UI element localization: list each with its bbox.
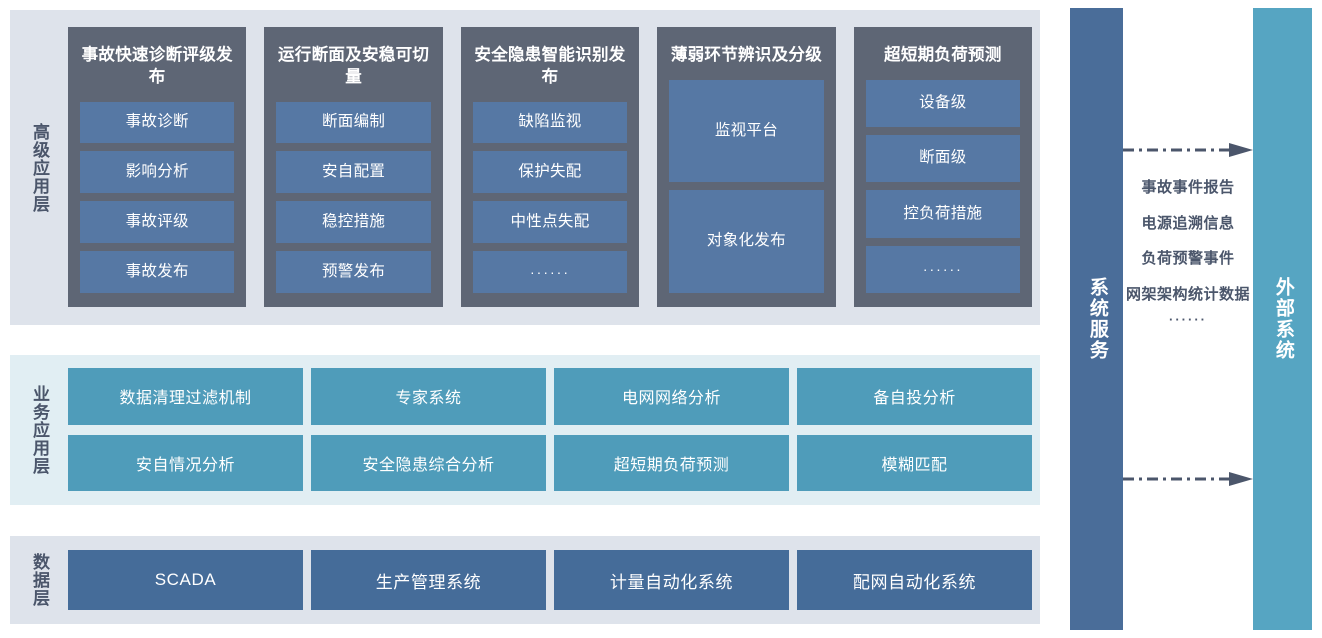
advanced-item[interactable]: 事故评级: [80, 201, 235, 244]
advanced-item[interactable]: 稳控措施: [276, 201, 431, 244]
business-item[interactable]: 专家系统: [311, 368, 546, 425]
advanced-card-safety-hazard[interactable]: 安全隐患智能识别发布 缺陷监视 保护失配 中性点失配 ······: [460, 27, 640, 307]
external-system-bar[interactable]: 外部系统: [1253, 8, 1312, 630]
business-items-grid: 数据清理过滤机制 专家系统 电网网络分析 备自投分析 安自情况分析 安全隐患综合…: [68, 355, 1040, 505]
advanced-cards-row: 事故快速诊断评级发布 事故诊断 影响分析 事故评级 事故发布 运行断面及安稳可切…: [68, 10, 1040, 325]
advanced-item[interactable]: 设备级: [865, 79, 1021, 128]
flow-label: 网架架构统计数据: [1125, 285, 1250, 303]
advanced-card-title: 超短期负荷预测: [884, 46, 1002, 64]
layer-label-data: 数据层: [30, 553, 50, 607]
advanced-item-ellipsis[interactable]: ······: [865, 245, 1021, 294]
arrow-right-top-icon: [1123, 143, 1253, 157]
business-item[interactable]: 数据清理过滤机制: [68, 368, 303, 425]
advanced-card-weak-link[interactable]: 薄弱环节辨识及分级 监视平台 对象化发布: [657, 27, 836, 307]
advanced-item[interactable]: 对象化发布: [669, 190, 824, 294]
business-item[interactable]: 模糊匹配: [797, 434, 1032, 491]
advanced-item[interactable]: 断面级: [865, 135, 1021, 183]
advanced-card-title: 事故快速诊断评级发布: [81, 46, 233, 86]
flow-label: 负荷预警事件: [1141, 250, 1235, 267]
advanced-card-title: 安全隐患智能识别发布: [474, 46, 626, 86]
side-panel: 系统服务 事故事件报告 电源追溯信息 负荷预警事件 网架架构统计数据 ·····…: [1060, 0, 1322, 638]
layer-label-advanced: 高级应用层: [30, 122, 50, 213]
advanced-card-items: 监视平台 对象化发布: [669, 79, 824, 294]
layer-business-application: 业务应用层 数据清理过滤机制 专家系统 电网网络分析 备自投分析 安自情况分析 …: [10, 355, 1040, 505]
advanced-card-operating-section[interactable]: 运行断面及安稳可切量 断面编制 安自配置 稳控措施 预警发布: [264, 27, 443, 307]
flow-label-ellipsis: ······: [1169, 312, 1207, 327]
advanced-card-load-forecast[interactable]: 超短期负荷预测 设备级 断面级 控负荷措施 ······: [853, 27, 1033, 307]
flow-label: 事故事件报告: [1141, 179, 1235, 196]
data-item[interactable]: 生产管理系统: [311, 550, 546, 610]
advanced-card-items: 断面编制 安自配置 稳控措施 预警发布: [276, 101, 431, 294]
advanced-item[interactable]: 缺陷监视: [472, 101, 628, 144]
flow-label: 电源追溯信息: [1141, 214, 1235, 232]
business-item[interactable]: 安全隐患综合分析: [311, 434, 546, 491]
data-item[interactable]: 配网自动化系统: [797, 550, 1032, 610]
advanced-item[interactable]: 保护失配: [472, 151, 628, 194]
advanced-item[interactable]: 控负荷措施: [865, 190, 1021, 238]
advanced-card-title: 运行断面及安稳可切量: [278, 46, 430, 86]
data-item[interactable]: SCADA: [68, 550, 303, 610]
advanced-item[interactable]: 安自配置: [276, 151, 431, 194]
business-item[interactable]: 备自投分析: [797, 368, 1032, 425]
arrow-right-bottom-icon: [1123, 472, 1253, 486]
advanced-card-items: 设备级 断面级 控负荷措施 ······: [865, 79, 1021, 294]
business-item[interactable]: 电网网络分析: [554, 368, 789, 425]
system-service-bar[interactable]: 系统服务: [1070, 8, 1123, 630]
flow-labels-list: 事故事件报告 电源追溯信息 负荷预警事件 网架架构统计数据 ······: [1123, 178, 1253, 329]
advanced-card-accident-diagnosis[interactable]: 事故快速诊断评级发布 事故诊断 影响分析 事故评级 事故发布: [68, 27, 247, 307]
layer-advanced-application: 高级应用层 事故快速诊断评级发布 事故诊断 影响分析 事故评级 事故发布 运行断…: [10, 10, 1040, 325]
advanced-item-ellipsis[interactable]: ······: [472, 251, 628, 294]
side-panel-middle: 事故事件报告 电源追溯信息 负荷预警事件 网架架构统计数据 ······: [1123, 0, 1253, 638]
business-item[interactable]: 超短期负荷预测: [554, 434, 789, 491]
data-items-row: SCADA 生产管理系统 计量自动化系统 配网自动化系统: [68, 536, 1040, 624]
advanced-item[interactable]: 预警发布: [276, 251, 431, 294]
advanced-item[interactable]: 中性点失配: [472, 201, 628, 244]
layer-data: 数据层 SCADA 生产管理系统 计量自动化系统 配网自动化系统: [10, 536, 1040, 624]
layer-label-business: 业务应用层: [30, 385, 50, 475]
advanced-item[interactable]: 监视平台: [669, 79, 824, 183]
architecture-layers-column: 高级应用层 事故快速诊断评级发布 事故诊断 影响分析 事故评级 事故发布 运行断…: [10, 0, 1040, 638]
advanced-card-title: 薄弱环节辨识及分级: [670, 46, 823, 64]
advanced-card-items: 事故诊断 影响分析 事故评级 事故发布: [80, 101, 235, 294]
advanced-item[interactable]: 事故发布: [80, 251, 235, 294]
business-item[interactable]: 安自情况分析: [68, 434, 303, 491]
advanced-item[interactable]: 断面编制: [276, 101, 431, 144]
data-item[interactable]: 计量自动化系统: [554, 550, 789, 610]
advanced-item[interactable]: 事故诊断: [80, 101, 235, 144]
advanced-card-items: 缺陷监视 保护失配 中性点失配 ······: [472, 101, 628, 294]
advanced-item[interactable]: 影响分析: [80, 151, 235, 194]
